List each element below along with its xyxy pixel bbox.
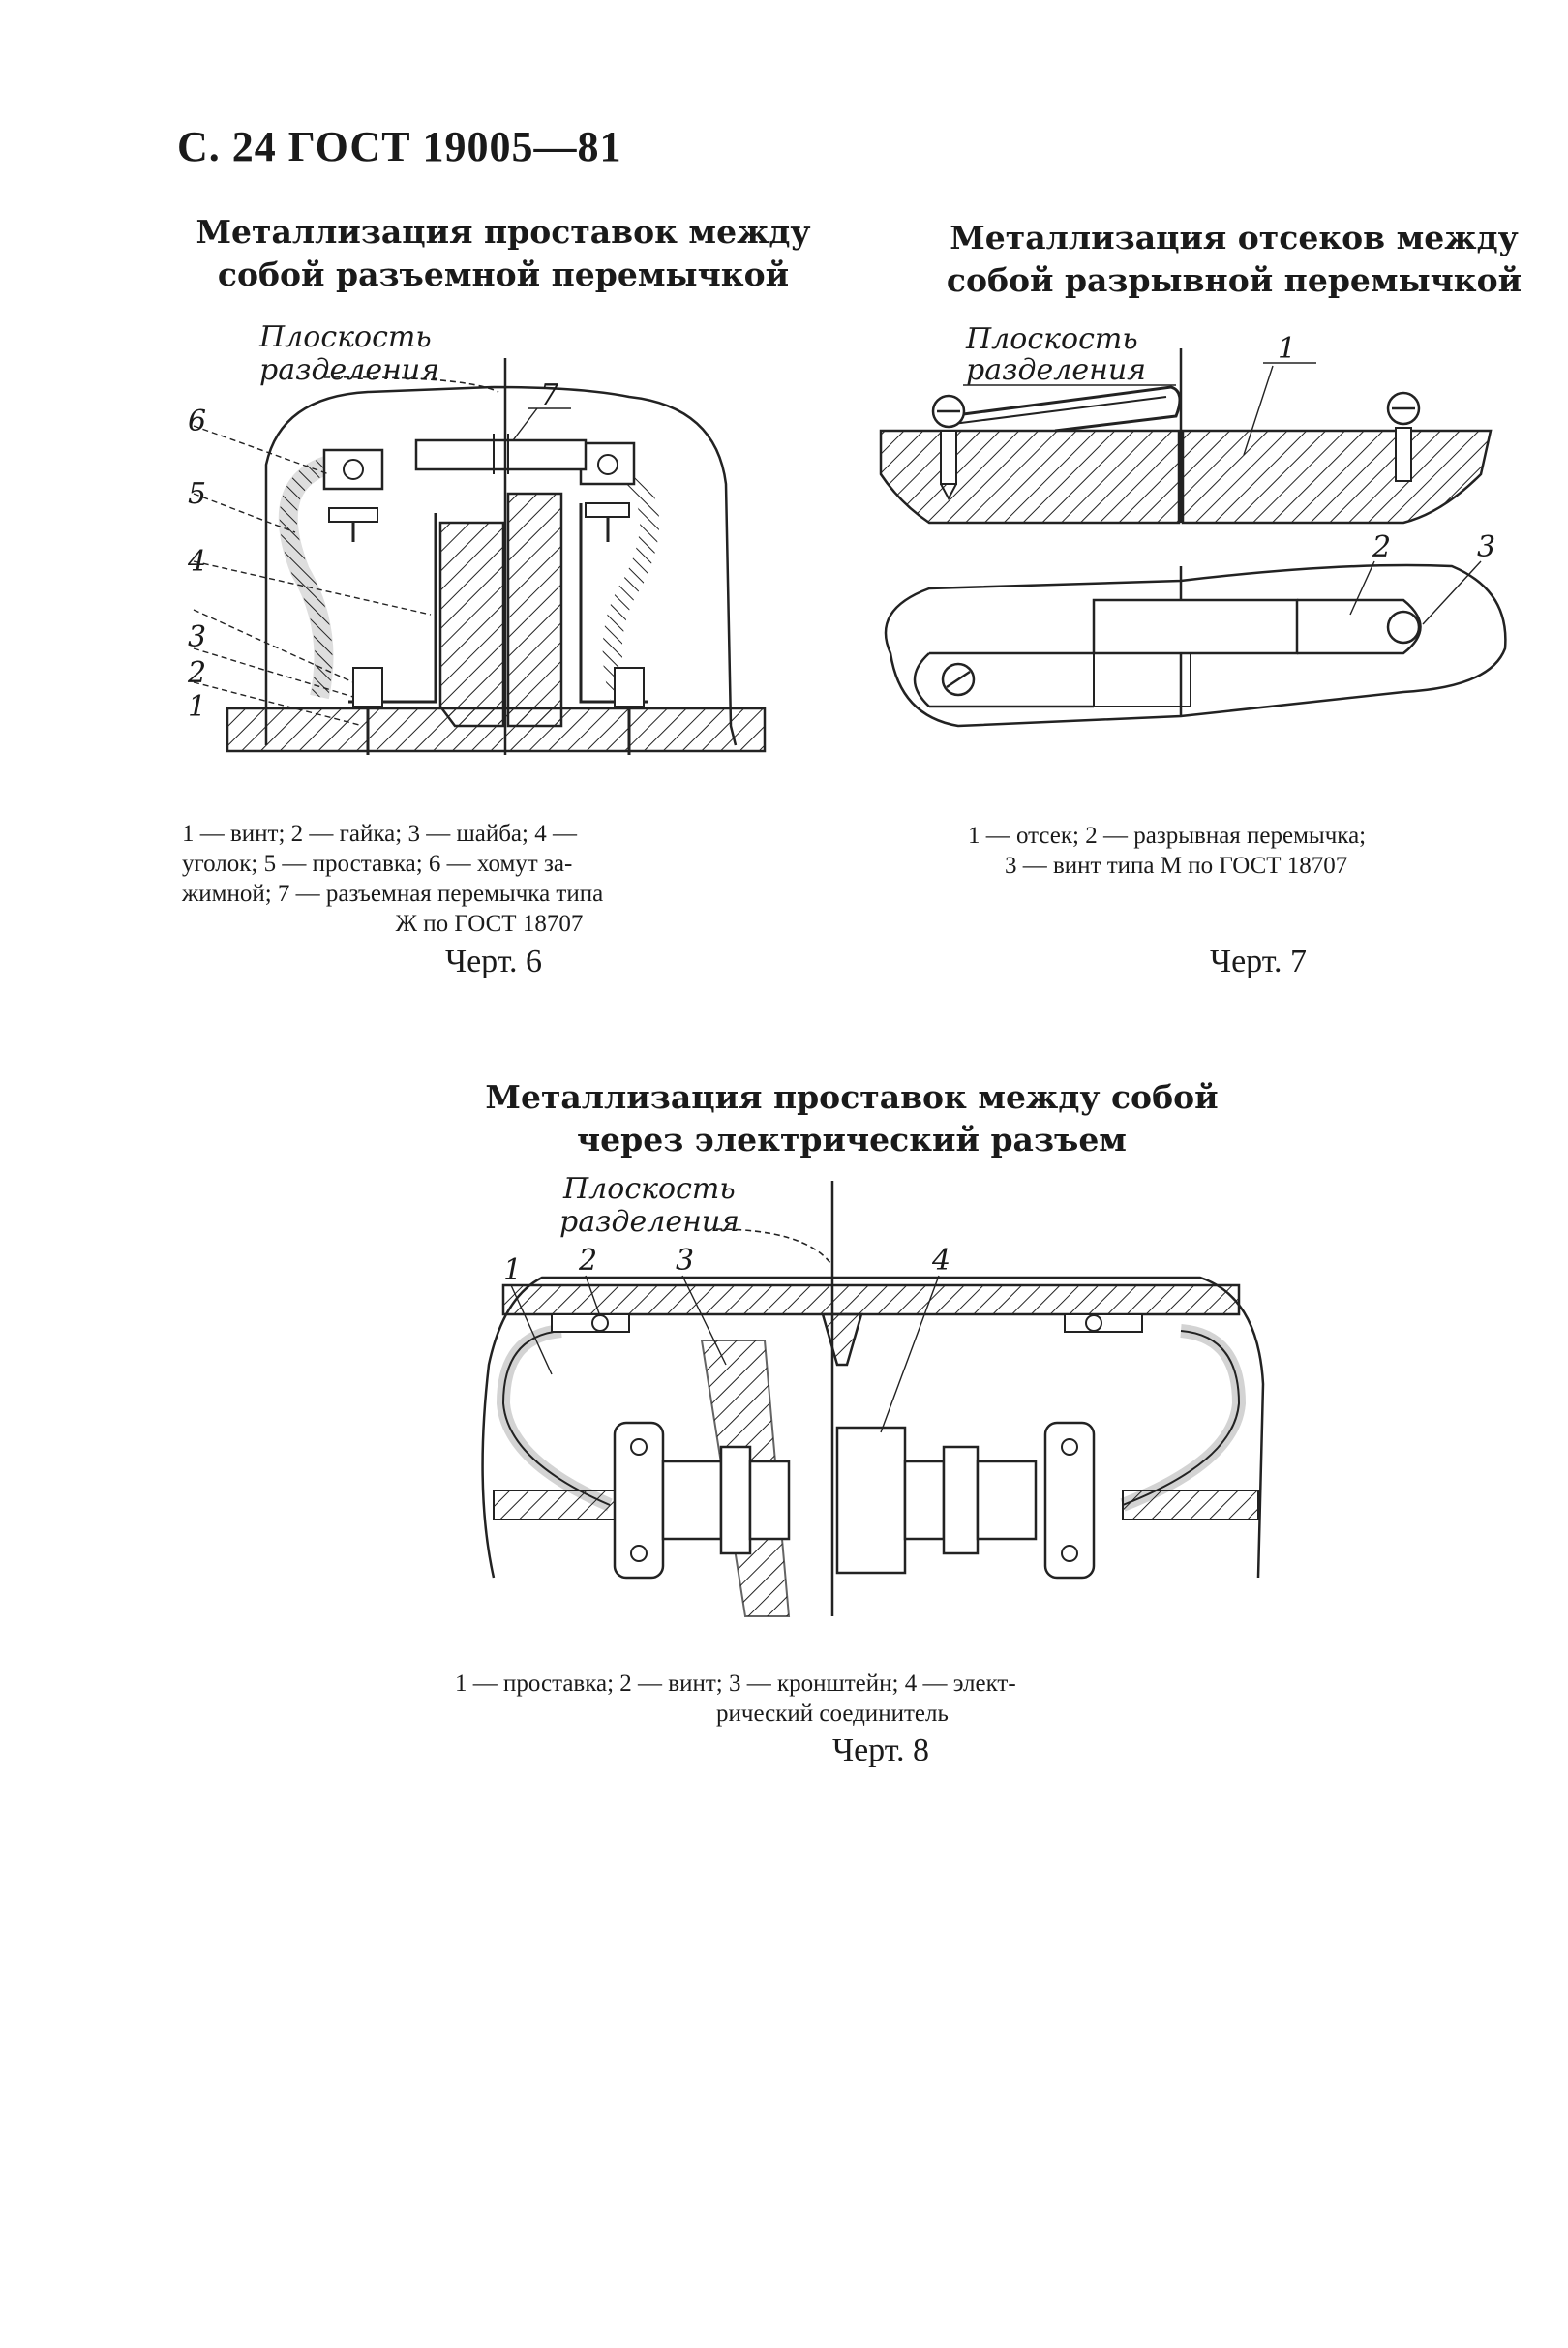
fig6-num-2: 2 — [187, 656, 206, 690]
fig8-connector-left-clamp — [613, 1421, 665, 1580]
fig7-compartment-right — [1181, 429, 1493, 525]
fig6-drawing: Плоскость разделения 6 5 4 3 2 1 7 — [187, 320, 767, 755]
fig6-left-clamp — [322, 448, 384, 491]
fig8-title: Металлизация проставок между собой через… — [484, 1076, 1220, 1161]
fig6-title-line2: собой разъемной перемычкой — [217, 256, 790, 293]
fig8-connector — [835, 1426, 907, 1575]
fig7-title-line1: Металлизация отсеков между — [950, 219, 1519, 256]
fig8-legend-line1: 1 — проставка; 2 — винт; 3 — кронштейн; … — [455, 1671, 1016, 1697]
fig7-legend: 1 — отсек; 2 — разрывная перемычка; 3 — … — [968, 821, 1539, 881]
fig7-plane-label-1: Плоскость — [965, 322, 1138, 356]
fig8-num-2: 2 — [578, 1244, 597, 1278]
fig8-connector-right-clamp — [1043, 1421, 1096, 1580]
fig6-title: Металлизация проставок между собой разъе… — [174, 211, 832, 296]
fig6-caption: Черт. 6 — [444, 944, 543, 979]
fig8-legend: 1 — проставка; 2 — винт; 3 — кронштейн; … — [455, 1669, 1278, 1729]
fig7-legend-line2: 3 — винт типа М по ГОСТ 18707 — [1005, 853, 1348, 879]
fig6-right-clamp — [579, 441, 636, 486]
fig6-bottom-screw-left — [352, 667, 383, 707]
fig7-num-3: 3 — [1477, 530, 1495, 564]
fig7-legend-line1: 1 — отсек; 2 — разрывная перемычка; — [968, 823, 1367, 849]
fig6-num-1: 1 — [188, 690, 206, 724]
fig8-lower-left — [493, 1490, 630, 1520]
fig8-right-strap — [1120, 1324, 1247, 1512]
page-header: С. 24 ГОСТ 19005—81 — [177, 123, 622, 170]
fig6-num-4: 4 — [187, 545, 206, 579]
fig7-title: Металлизация отсеков между собой разрывн… — [929, 217, 1539, 302]
fig7-title-line2: собой разрывной перемычкой — [946, 261, 1523, 299]
fig8-left-strap — [496, 1324, 613, 1512]
fig6-right-strap — [596, 455, 660, 700]
fig7-plane-label-2: разделения — [966, 353, 1146, 387]
fig6-legend-line2: уголок; 5 — проставка; 6 — хомут за- — [182, 851, 573, 877]
fig8-title-line2: через электрический разъем — [577, 1121, 1127, 1159]
fig8-legend-line2: рический соединитель — [716, 1701, 949, 1727]
fig7-num-2: 2 — [1372, 530, 1391, 564]
fig7-caption: Черт. 7 — [1209, 944, 1308, 979]
fig7-compartment-left — [879, 429, 1181, 525]
fig8-lower-right — [1122, 1490, 1259, 1520]
fig6-num-5: 5 — [188, 477, 206, 511]
fig6-num-7: 7 — [540, 378, 559, 412]
fig8-num-1: 1 — [503, 1253, 522, 1287]
fig6-legend-line1: 1 — винт; 2 — гайка; 3 — шайба; 4 — — [182, 821, 577, 847]
fig6-plane-label-1: Плоскость — [258, 320, 432, 354]
fig6-jumper — [414, 438, 588, 471]
fig6-plane-label-2: разделения — [259, 353, 439, 387]
fig6-num-3: 3 — [188, 620, 206, 654]
fig8-plane-label-1: Плоскость — [562, 1172, 736, 1206]
fig8-num-3: 3 — [676, 1244, 694, 1278]
fig7-jumper-top — [948, 385, 1182, 433]
fig6-legend-line4: Ж по ГОСТ 18707 — [395, 911, 584, 937]
fig6-title-line1: Металлизация проставок между — [196, 213, 811, 251]
fig6-bottom-screw-right — [614, 667, 645, 707]
fig6-left-body — [438, 521, 505, 728]
fig8-caption: Черт. 8 — [831, 1732, 930, 1768]
fig8-title-line1: Металлизация проставок между собой — [485, 1078, 1219, 1116]
fig8-num-4: 4 — [931, 1244, 950, 1278]
fig6-num-6: 6 — [188, 405, 206, 438]
fig8-plane-label-2: разделения — [559, 1205, 739, 1239]
fig7-drawing: Плоскость разделения 1 2 3 — [879, 322, 1507, 728]
fig8-t-bracket — [821, 1312, 863, 1367]
fig7-lower-outline — [884, 563, 1507, 728]
fig6-legend-line3: жимной; 7 — разъемная перемычка типа — [182, 881, 604, 907]
fig6-right-body — [506, 492, 563, 728]
fig6-outline — [264, 385, 738, 746]
fig6-legend: 1 — винт; 2 — гайка; 3 — шайба; 4 — угол… — [182, 819, 797, 939]
fig7-jumper-plan — [1092, 598, 1299, 655]
fig7-num-1: 1 — [1278, 332, 1296, 366]
fig8-drawing: Плоскость разделения 1 2 3 4 — [481, 1172, 1265, 1617]
fig8-top-plate — [501, 1283, 1241, 1316]
